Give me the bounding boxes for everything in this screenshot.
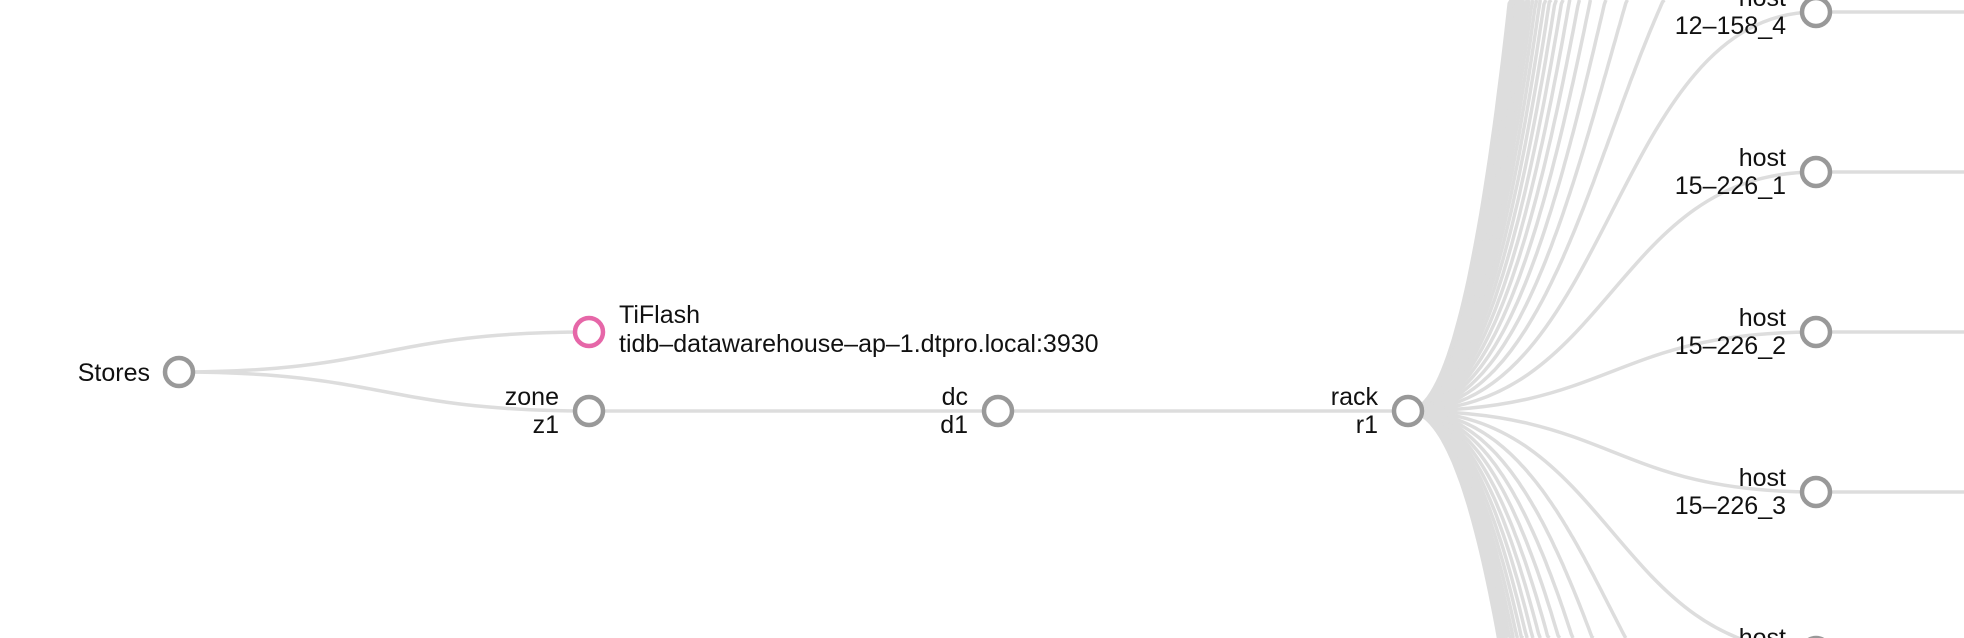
rack-label: rack xyxy=(1331,383,1379,411)
tiflash-address: tidb–datawarehouse–ap–1.dtpro.local:3930 xyxy=(619,330,1099,358)
tree-nodes: Stores TiFlash tidb–datawarehouse–ap–1.d… xyxy=(78,0,1833,638)
link-rack-host xyxy=(1407,409,1744,638)
link-rack-host xyxy=(1407,170,1817,413)
link-stores-zone xyxy=(178,370,590,413)
tree-links xyxy=(178,0,1964,638)
node-tiflash[interactable]: TiFlash tidb–datawarehouse–ap–1.dtpro.lo… xyxy=(572,301,1099,358)
dc-node-circle[interactable] xyxy=(981,394,1015,428)
stores-label: Stores xyxy=(78,359,150,387)
zone-node-circle[interactable] xyxy=(572,394,606,428)
link-rack-host xyxy=(1407,10,1817,413)
node-host[interactable]: host12–158_4 xyxy=(1675,0,1833,40)
host-value: 15–226_3 xyxy=(1675,492,1786,520)
link-rack-host xyxy=(1407,409,1501,638)
link-rack-host xyxy=(1408,0,1666,413)
host-value: 12–158_4 xyxy=(1675,12,1786,40)
link-rack-host xyxy=(1407,0,1629,413)
tiflash-node-circle[interactable] xyxy=(572,315,606,349)
dc-label: dc xyxy=(942,383,968,411)
host-node-circle[interactable] xyxy=(1799,315,1833,349)
host-node-circle[interactable] xyxy=(1799,0,1833,29)
rack-node-circle[interactable] xyxy=(1391,394,1425,428)
stores-node-circle[interactable] xyxy=(162,355,196,389)
node-host[interactable]: host xyxy=(1739,624,1830,638)
link-rack-host xyxy=(1407,409,1817,494)
host-value: 15–226_1 xyxy=(1675,172,1786,200)
link-stores-tiflash xyxy=(178,330,590,374)
host-label: host xyxy=(1739,304,1786,332)
node-zone[interactable]: zone z1 xyxy=(505,383,606,439)
node-dc[interactable]: dc d1 xyxy=(940,383,1015,439)
host-value: 15–226_2 xyxy=(1675,332,1786,360)
host-nodes: host12–158_4host15–226_1host15–226_2host… xyxy=(1675,0,1833,638)
node-rack[interactable]: rack r1 xyxy=(1331,383,1425,439)
host-label: host xyxy=(1739,464,1786,492)
rack-value: r1 xyxy=(1356,411,1378,439)
node-stores[interactable]: Stores xyxy=(78,355,196,389)
dc-value: d1 xyxy=(940,411,968,439)
host-node-circle[interactable] xyxy=(1799,155,1833,189)
link-rack-host xyxy=(1408,409,1628,638)
zone-value: z1 xyxy=(533,411,559,439)
host-label: host xyxy=(1739,624,1786,638)
link-rack-host xyxy=(1407,0,1513,413)
tiflash-label: TiFlash xyxy=(619,301,700,329)
link-rack-host xyxy=(1407,330,1817,413)
host-label: host xyxy=(1739,0,1786,12)
link-rack-host xyxy=(1407,0,1608,413)
host-node-circle[interactable] xyxy=(1799,475,1833,509)
zone-label: zone xyxy=(505,383,559,411)
host-label: host xyxy=(1739,144,1786,172)
link-rack-host xyxy=(1408,409,1595,638)
